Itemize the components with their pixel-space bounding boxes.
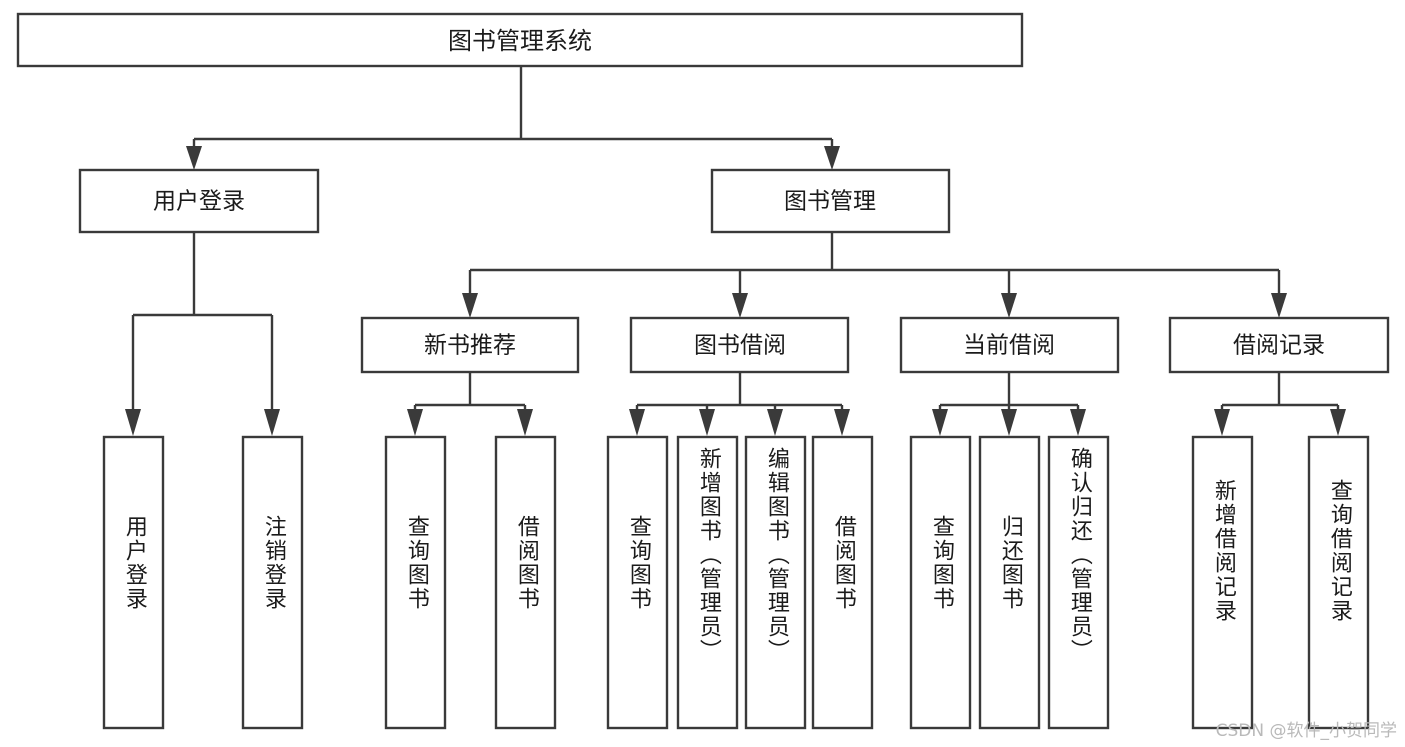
leaf-query-book-2-box[interactable]	[606, 435, 669, 730]
arrow-book-management	[824, 146, 840, 170]
arrow-leaf-add-book	[699, 409, 715, 436]
leaf-add-book-box[interactable]	[676, 435, 739, 730]
node-book-borrow-box[interactable]	[629, 316, 850, 374]
node-current-borrow[interactable]: 当前借阅	[899, 316, 1120, 374]
node-book-management-box[interactable]	[710, 168, 951, 234]
arrow-leaf-return-book	[1001, 409, 1017, 436]
node-borrow-record-box[interactable]	[1168, 316, 1390, 374]
leaf-query-book-1-box[interactable]	[384, 435, 447, 730]
node-current-borrow-label: 当前借阅	[963, 333, 1055, 359]
arrow-leaf-logout-login	[264, 409, 280, 436]
arrow-leaf-borrow-book-1	[517, 409, 533, 436]
node-book-management-label: 图书管理	[784, 189, 876, 215]
arrow-leaf-add-record	[1214, 409, 1230, 436]
node-user-login-label: 用户登录	[153, 189, 245, 215]
arrow-leaf-query-book-2	[629, 409, 645, 436]
leaf-user-login-box[interactable]	[102, 435, 165, 730]
leaf-return-book-box[interactable]	[978, 435, 1041, 730]
node-root-label: 图书管理系统	[448, 27, 592, 55]
arrow-current-borrow	[1001, 293, 1017, 318]
node-book-borrow[interactable]: 图书借阅	[629, 316, 850, 374]
node-borrow-record-label: 借阅记录	[1233, 333, 1325, 359]
node-new-book-recommend-box[interactable]	[360, 316, 580, 374]
arrow-leaf-borrow-book-2	[834, 409, 850, 436]
node-root[interactable]: 图书管理系统	[16, 12, 1024, 68]
leaf-borrow-book-2-box[interactable]	[811, 435, 874, 730]
leaf-query-record-box[interactable]	[1307, 435, 1370, 730]
leaf-logout-login-box[interactable]	[241, 435, 304, 730]
leaf-borrow-book-1-box[interactable]	[494, 435, 557, 730]
node-book-management[interactable]: 图书管理	[710, 168, 951, 234]
leaf-query-book-3-box[interactable]	[909, 435, 972, 730]
leaf-box-group	[102, 435, 1370, 730]
arrow-book-borrow	[732, 293, 748, 318]
node-new-book-recommend[interactable]: 新书推荐	[360, 316, 580, 374]
leaf-edit-book-box[interactable]	[744, 435, 807, 730]
arrow-borrow-record	[1271, 293, 1287, 318]
leaf-confirm-return-box[interactable]	[1047, 435, 1110, 730]
node-new-book-recommend-label: 新书推荐	[424, 333, 516, 359]
arrow-user-login	[186, 146, 202, 170]
node-user-login-box[interactable]	[78, 168, 320, 234]
arrow-leaf-query-record	[1330, 409, 1346, 436]
connector-group	[125, 66, 1346, 436]
arrow-leaf-query-book-1	[407, 409, 423, 436]
node-root-box[interactable]	[16, 12, 1024, 68]
arrow-leaf-query-book-3	[932, 409, 948, 436]
leaf-add-record-box[interactable]	[1191, 435, 1254, 730]
node-borrow-record[interactable]: 借阅记录	[1168, 316, 1390, 374]
arrow-leaf-confirm-return	[1070, 409, 1086, 436]
arrow-leaf-user-login	[125, 409, 141, 436]
arrow-new-book-recommend	[462, 293, 478, 318]
node-book-borrow-label: 图书借阅	[694, 333, 786, 359]
node-current-borrow-box[interactable]	[899, 316, 1120, 374]
node-user-login[interactable]: 用户登录	[78, 168, 320, 234]
arrow-leaf-edit-book	[767, 409, 783, 436]
